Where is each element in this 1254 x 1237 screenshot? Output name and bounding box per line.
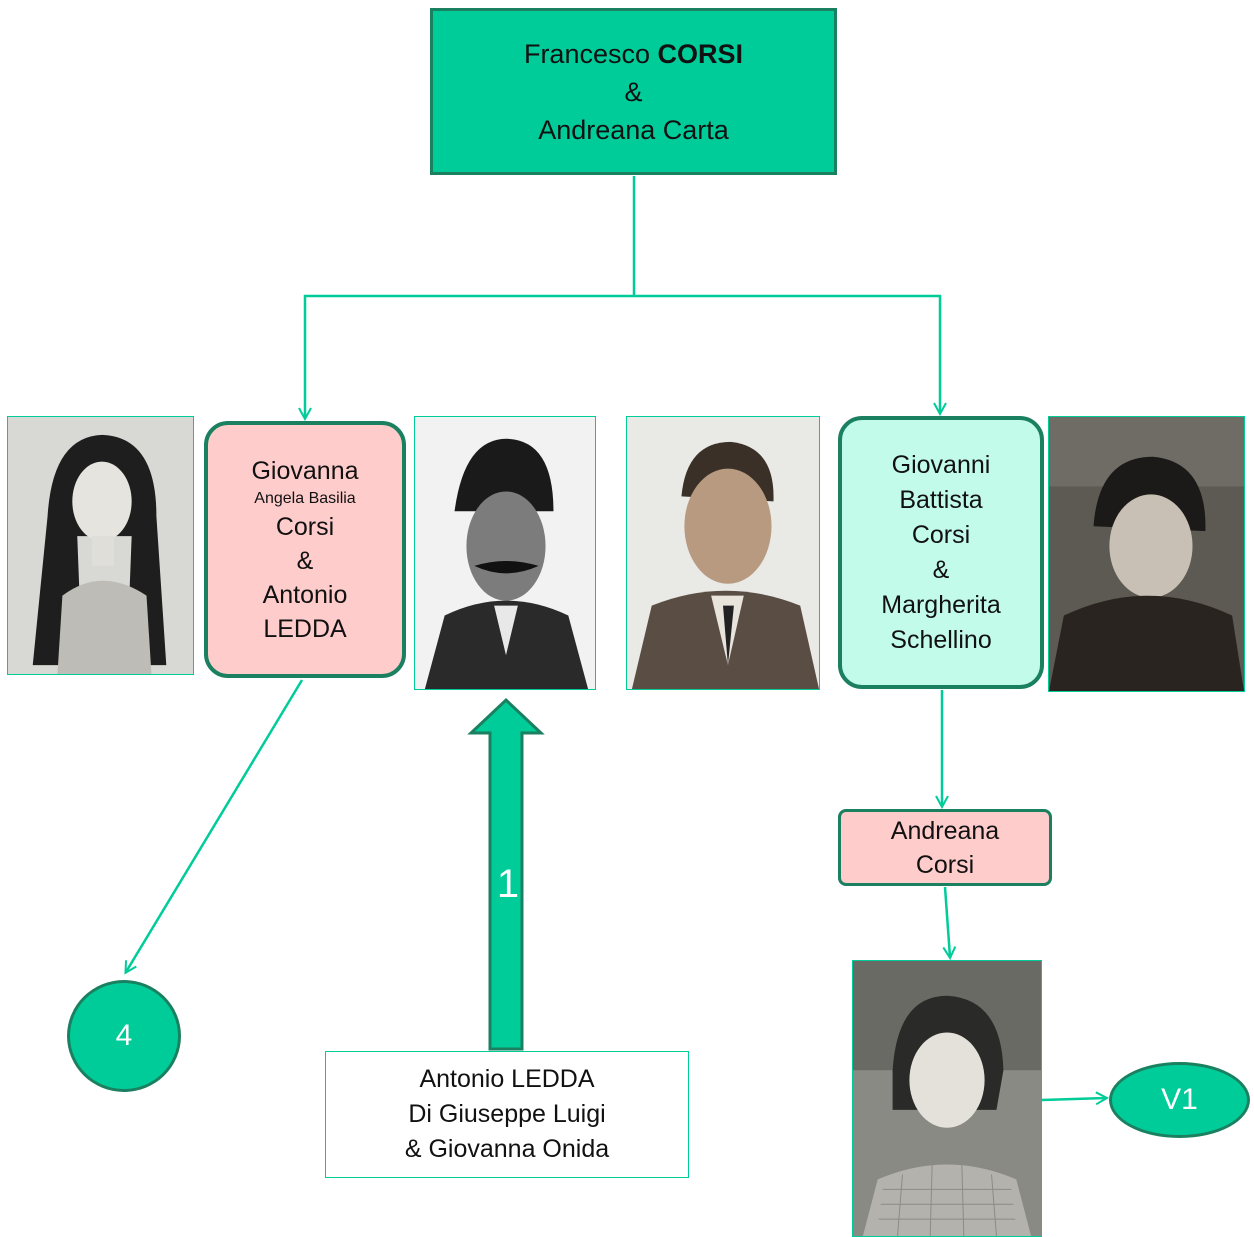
ledda-line2: Di Giuseppe Luigi	[408, 1100, 606, 1128]
root-name-line: Francesco CORSI	[524, 35, 743, 73]
giovanni-line4: Margherita	[881, 590, 1001, 619]
giovanni-couple-box[interactable]: Giovanni Battista Corsi & Margherita Sch…	[838, 416, 1044, 689]
photo-andreana	[852, 960, 1042, 1237]
giovanna-to-4	[126, 679, 304, 972]
root-surname: CORSI	[657, 38, 744, 69]
giovanni-line3: Corsi	[911, 520, 971, 549]
photo-margherita	[1048, 416, 1245, 692]
root-couple-box[interactable]: Francesco CORSI & Andreana Carta	[430, 8, 837, 175]
giovanni-line1: Giovanni	[891, 450, 991, 479]
andreana-to-photo	[945, 886, 950, 957]
giovanni-amp: &	[932, 555, 950, 584]
root-amp: &	[624, 76, 643, 107]
circle-v1-link[interactable]: V1	[1109, 1062, 1250, 1138]
branch-left	[305, 294, 634, 418]
arrow-label: 1	[496, 862, 520, 906]
giovanna-couple-box[interactable]: Giovanna Angela Basilia Corsi & Antonio …	[204, 421, 406, 678]
giovanni-line5: Schellino	[890, 625, 992, 654]
giovanna-line4: Antonio	[262, 580, 348, 609]
andreana-line2: Corsi	[915, 850, 975, 879]
circle-4-link[interactable]: 4	[67, 980, 181, 1092]
root-first-name: Francesco	[523, 38, 651, 69]
giovanna-line3: Corsi	[275, 512, 335, 541]
ledda-line1: Antonio LEDDA	[419, 1065, 595, 1093]
big-up-arrow	[467, 697, 545, 1051]
andreana-box[interactable]: Andreana Corsi	[838, 809, 1052, 886]
ledda-line3: & Giovanna Onida	[404, 1135, 610, 1163]
giovanni-line2: Battista	[899, 485, 983, 514]
ledda-parents-box[interactable]: Antonio LEDDA Di Giuseppe Luigi & Giovan…	[325, 1051, 689, 1178]
giovanna-line1: Giovanna	[251, 456, 359, 485]
photo-antonio-ledda	[414, 416, 596, 690]
giovanna-line5: LEDDA	[263, 614, 347, 643]
root-spouse: Andreana Carta	[538, 114, 729, 145]
photo-giovanna	[7, 416, 194, 675]
andreana-line1: Andreana	[890, 816, 1000, 845]
photo-to-v1	[1041, 1098, 1106, 1100]
branch-right	[634, 294, 940, 413]
giovanna-amp: &	[296, 546, 314, 575]
photo-giovanni	[626, 416, 820, 690]
giovanna-line2: Angela Basilia	[254, 489, 356, 507]
